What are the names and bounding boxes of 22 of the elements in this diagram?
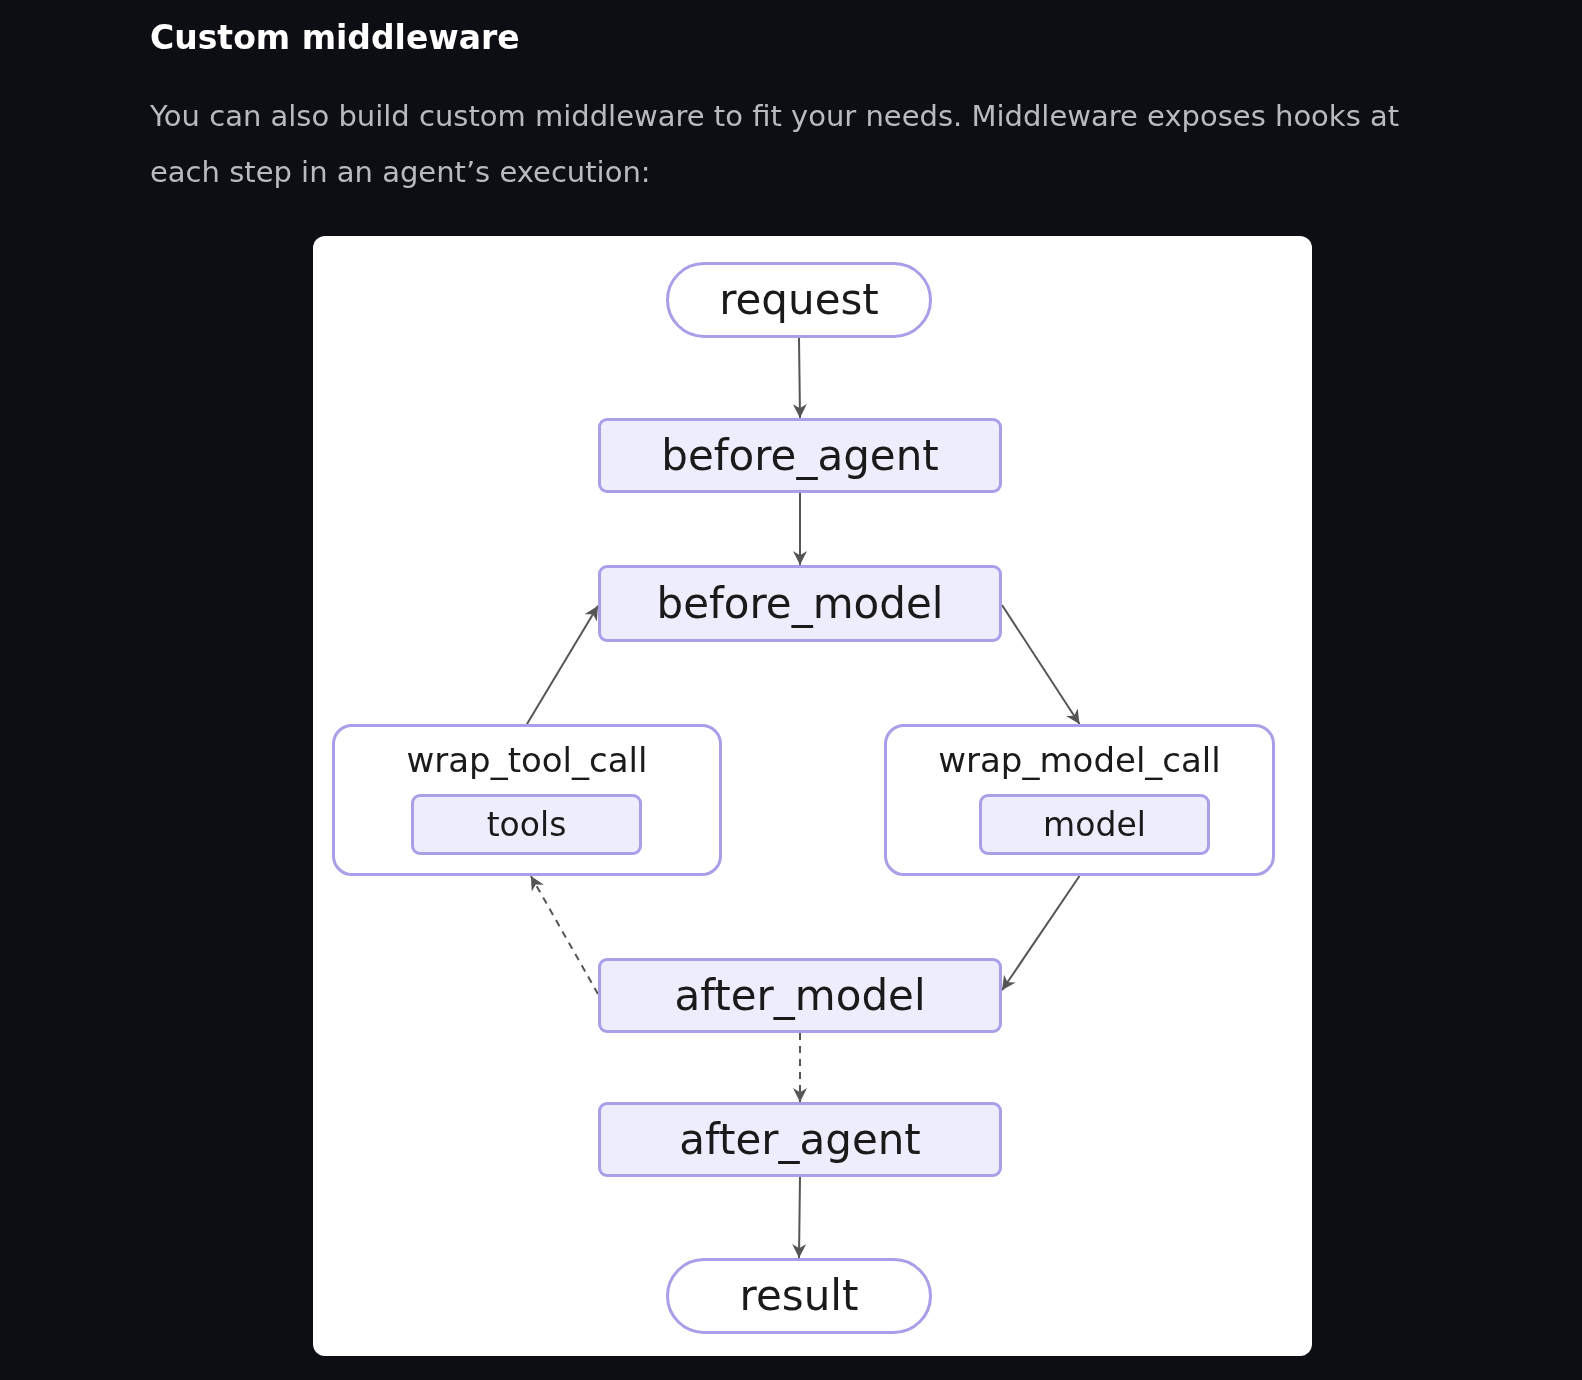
process-box <box>598 1102 1002 1177</box>
group-box <box>332 724 722 876</box>
arrow <box>529 875 599 995</box>
group-box <box>884 724 1275 876</box>
node-label: tools <box>486 808 567 841</box>
process-box <box>598 565 1002 642</box>
node-label: model <box>1043 808 1146 841</box>
arrow <box>792 1176 807 1259</box>
node-label: request <box>719 279 879 321</box>
arrow <box>792 337 807 419</box>
process-box <box>598 958 1002 1033</box>
heading: Custom middleware <box>150 18 520 57</box>
process-box <box>411 794 642 855</box>
process-box <box>598 418 1002 493</box>
arrow <box>1001 875 1081 992</box>
arrow <box>793 1032 807 1103</box>
paragraph: You can also build custom middleware to fit your needs. Middleware exposes hooks at each step in an agent’s execution: <box>150 98 1401 191</box>
process-box <box>979 794 1210 855</box>
node-label: result <box>739 1275 859 1317</box>
arrow <box>1001 604 1081 725</box>
arrow <box>526 604 599 725</box>
arrow <box>793 492 807 566</box>
